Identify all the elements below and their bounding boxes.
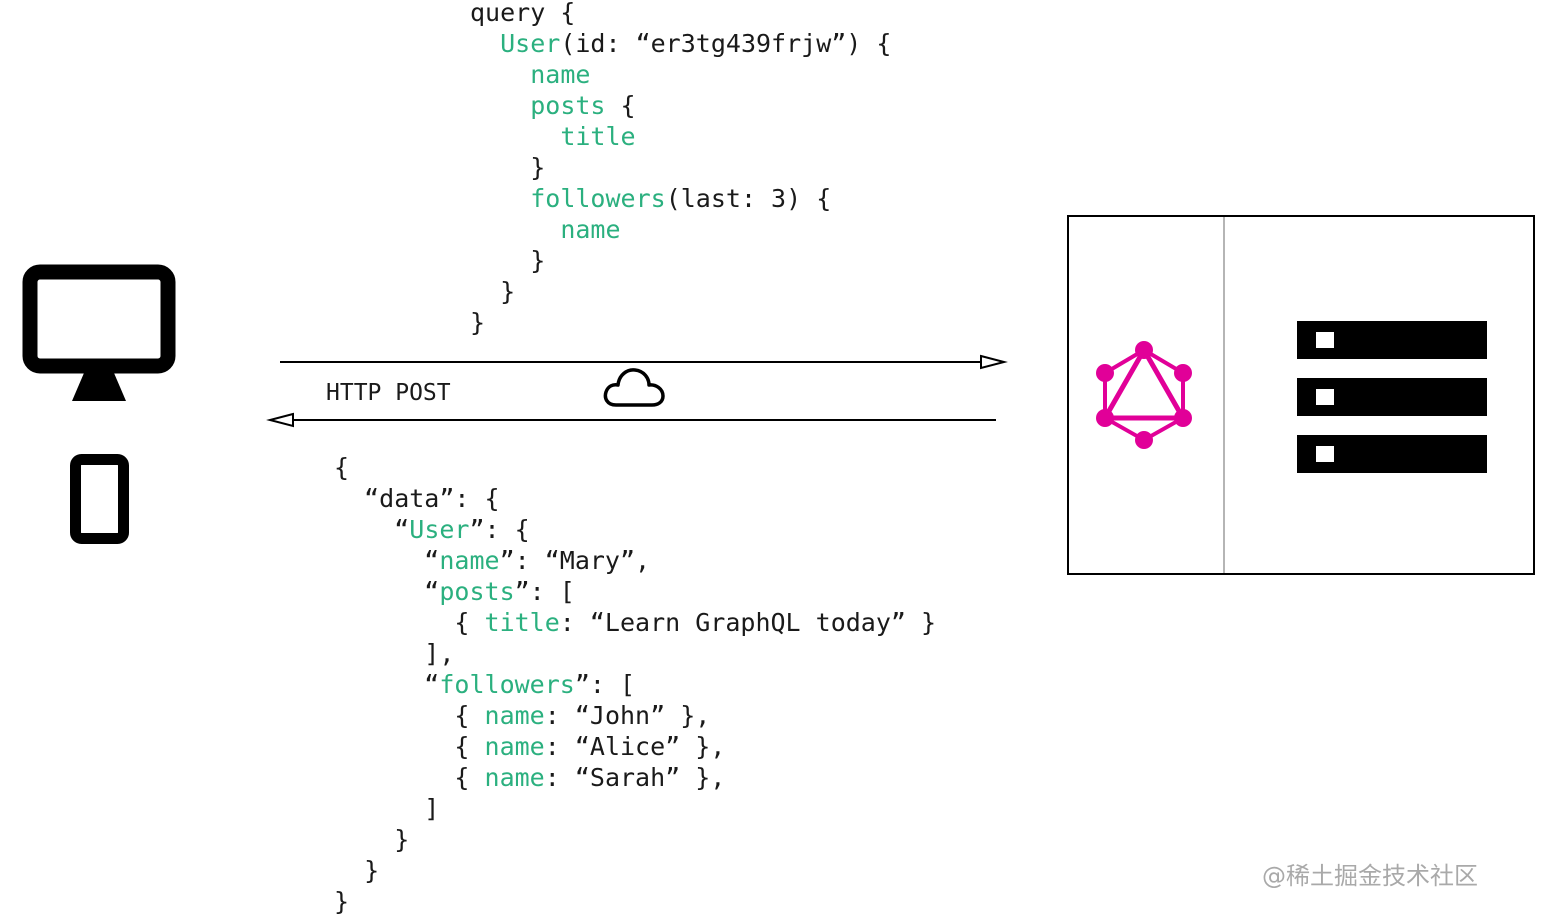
code-keyword: title — [484, 608, 560, 637]
code-keyword: followers — [439, 670, 575, 699]
query-line: } — [470, 245, 891, 276]
desktop-monitor-icon — [22, 264, 176, 401]
code-text: } — [334, 825, 410, 854]
code-text — [470, 91, 530, 120]
code-text: (id: “er3tg439frjw”) { — [560, 29, 892, 58]
query-line: followers(last: 3) { — [470, 183, 891, 214]
cloud-icon — [603, 368, 665, 407]
code-text: ”: [ — [514, 577, 575, 606]
code-text: { — [605, 91, 636, 120]
watermark-text: @稀土掘金技术社区 — [1262, 862, 1478, 890]
code-text: } — [470, 153, 546, 182]
code-keyword: User — [500, 29, 561, 58]
response-line: ], — [334, 638, 936, 669]
server-rack-icon — [1297, 321, 1487, 473]
code-text — [470, 215, 560, 244]
code-keyword: name — [439, 546, 500, 575]
response-line: “followers”: [ — [334, 669, 936, 700]
code-text: “ — [334, 515, 410, 544]
http-post-label: HTTP POST — [326, 380, 451, 406]
query-line: query { — [470, 0, 891, 28]
response-line: “name”: “Mary”, — [334, 545, 936, 576]
code-text: : “Learn GraphQL today” } — [559, 608, 937, 637]
code-text: query { — [470, 0, 576, 27]
response-line: “User”: { — [334, 514, 936, 545]
response-line: { — [334, 452, 936, 483]
response-line: } — [334, 886, 936, 917]
response-line: “data”: { — [334, 483, 936, 514]
query-line: User(id: “er3tg439frjw”) { — [470, 28, 891, 59]
code-keyword: name — [560, 215, 621, 244]
code-keyword: posts — [439, 577, 515, 606]
code-text: ”: [ — [574, 670, 636, 699]
code-text — [470, 29, 500, 58]
code-text: } — [470, 246, 546, 275]
code-keyword: followers — [530, 184, 666, 213]
query-line: name — [470, 59, 891, 90]
query-line: title — [470, 121, 891, 152]
response-arrow — [266, 412, 996, 428]
code-text — [470, 184, 530, 213]
code-keyword: name — [530, 60, 591, 89]
code-text: ”: “Mary”, — [499, 546, 651, 575]
code-keyword: name — [484, 763, 545, 792]
mobile-phone-icon — [70, 454, 129, 544]
query-line: name — [470, 214, 891, 245]
response-line: } — [334, 824, 936, 855]
code-text: } — [334, 856, 380, 885]
response-line: ] — [334, 793, 936, 824]
response-line: { name: “Sarah” }, — [334, 762, 936, 793]
response-line: { name: “Alice” }, — [334, 731, 936, 762]
code-text: ], — [334, 639, 455, 668]
code-text — [470, 60, 530, 89]
code-text: : “Alice” }, — [544, 732, 726, 761]
code-keyword: name — [484, 701, 545, 730]
code-keyword: posts — [530, 91, 606, 120]
code-text: : “John” }, — [544, 701, 711, 730]
code-text: { — [334, 608, 485, 637]
response-line: { title: “Learn GraphQL today” } — [334, 607, 936, 638]
code-text: ”: { — [469, 515, 530, 544]
code-text: “data”: { — [334, 484, 500, 513]
code-text: } — [470, 277, 516, 306]
query-line: posts { — [470, 90, 891, 121]
code-text: { — [334, 763, 485, 792]
code-keyword: title — [560, 122, 636, 151]
graphql-query-code: query { User(id: “er3tg439frjw”) { name … — [470, 0, 891, 338]
code-text: { — [334, 732, 485, 761]
code-text: { — [334, 701, 485, 730]
request-arrow — [280, 354, 1008, 370]
response-line: } — [334, 855, 936, 886]
query-line: } — [470, 276, 891, 307]
response-line: { name: “John” }, — [334, 700, 936, 731]
code-text: (last: 3) { — [665, 184, 832, 213]
response-line: “posts”: [ — [334, 576, 936, 607]
code-text: } — [470, 308, 486, 337]
code-keyword: name — [484, 732, 545, 761]
code-keyword: User — [409, 515, 470, 544]
code-text: ] — [334, 794, 440, 823]
graphql-logo-icon — [1096, 341, 1192, 449]
code-text: { — [334, 453, 350, 482]
code-text: “ — [334, 577, 440, 606]
code-text — [470, 122, 560, 151]
query-line: } — [470, 152, 891, 183]
query-line: } — [470, 307, 891, 338]
code-text: “ — [334, 546, 440, 575]
json-response-code: { “data”: { “User”: { “name”: “Mary”, “p… — [334, 452, 936, 917]
code-text: } — [334, 887, 350, 916]
code-text: : “Sarah” }, — [544, 763, 726, 792]
code-text: “ — [334, 670, 440, 699]
